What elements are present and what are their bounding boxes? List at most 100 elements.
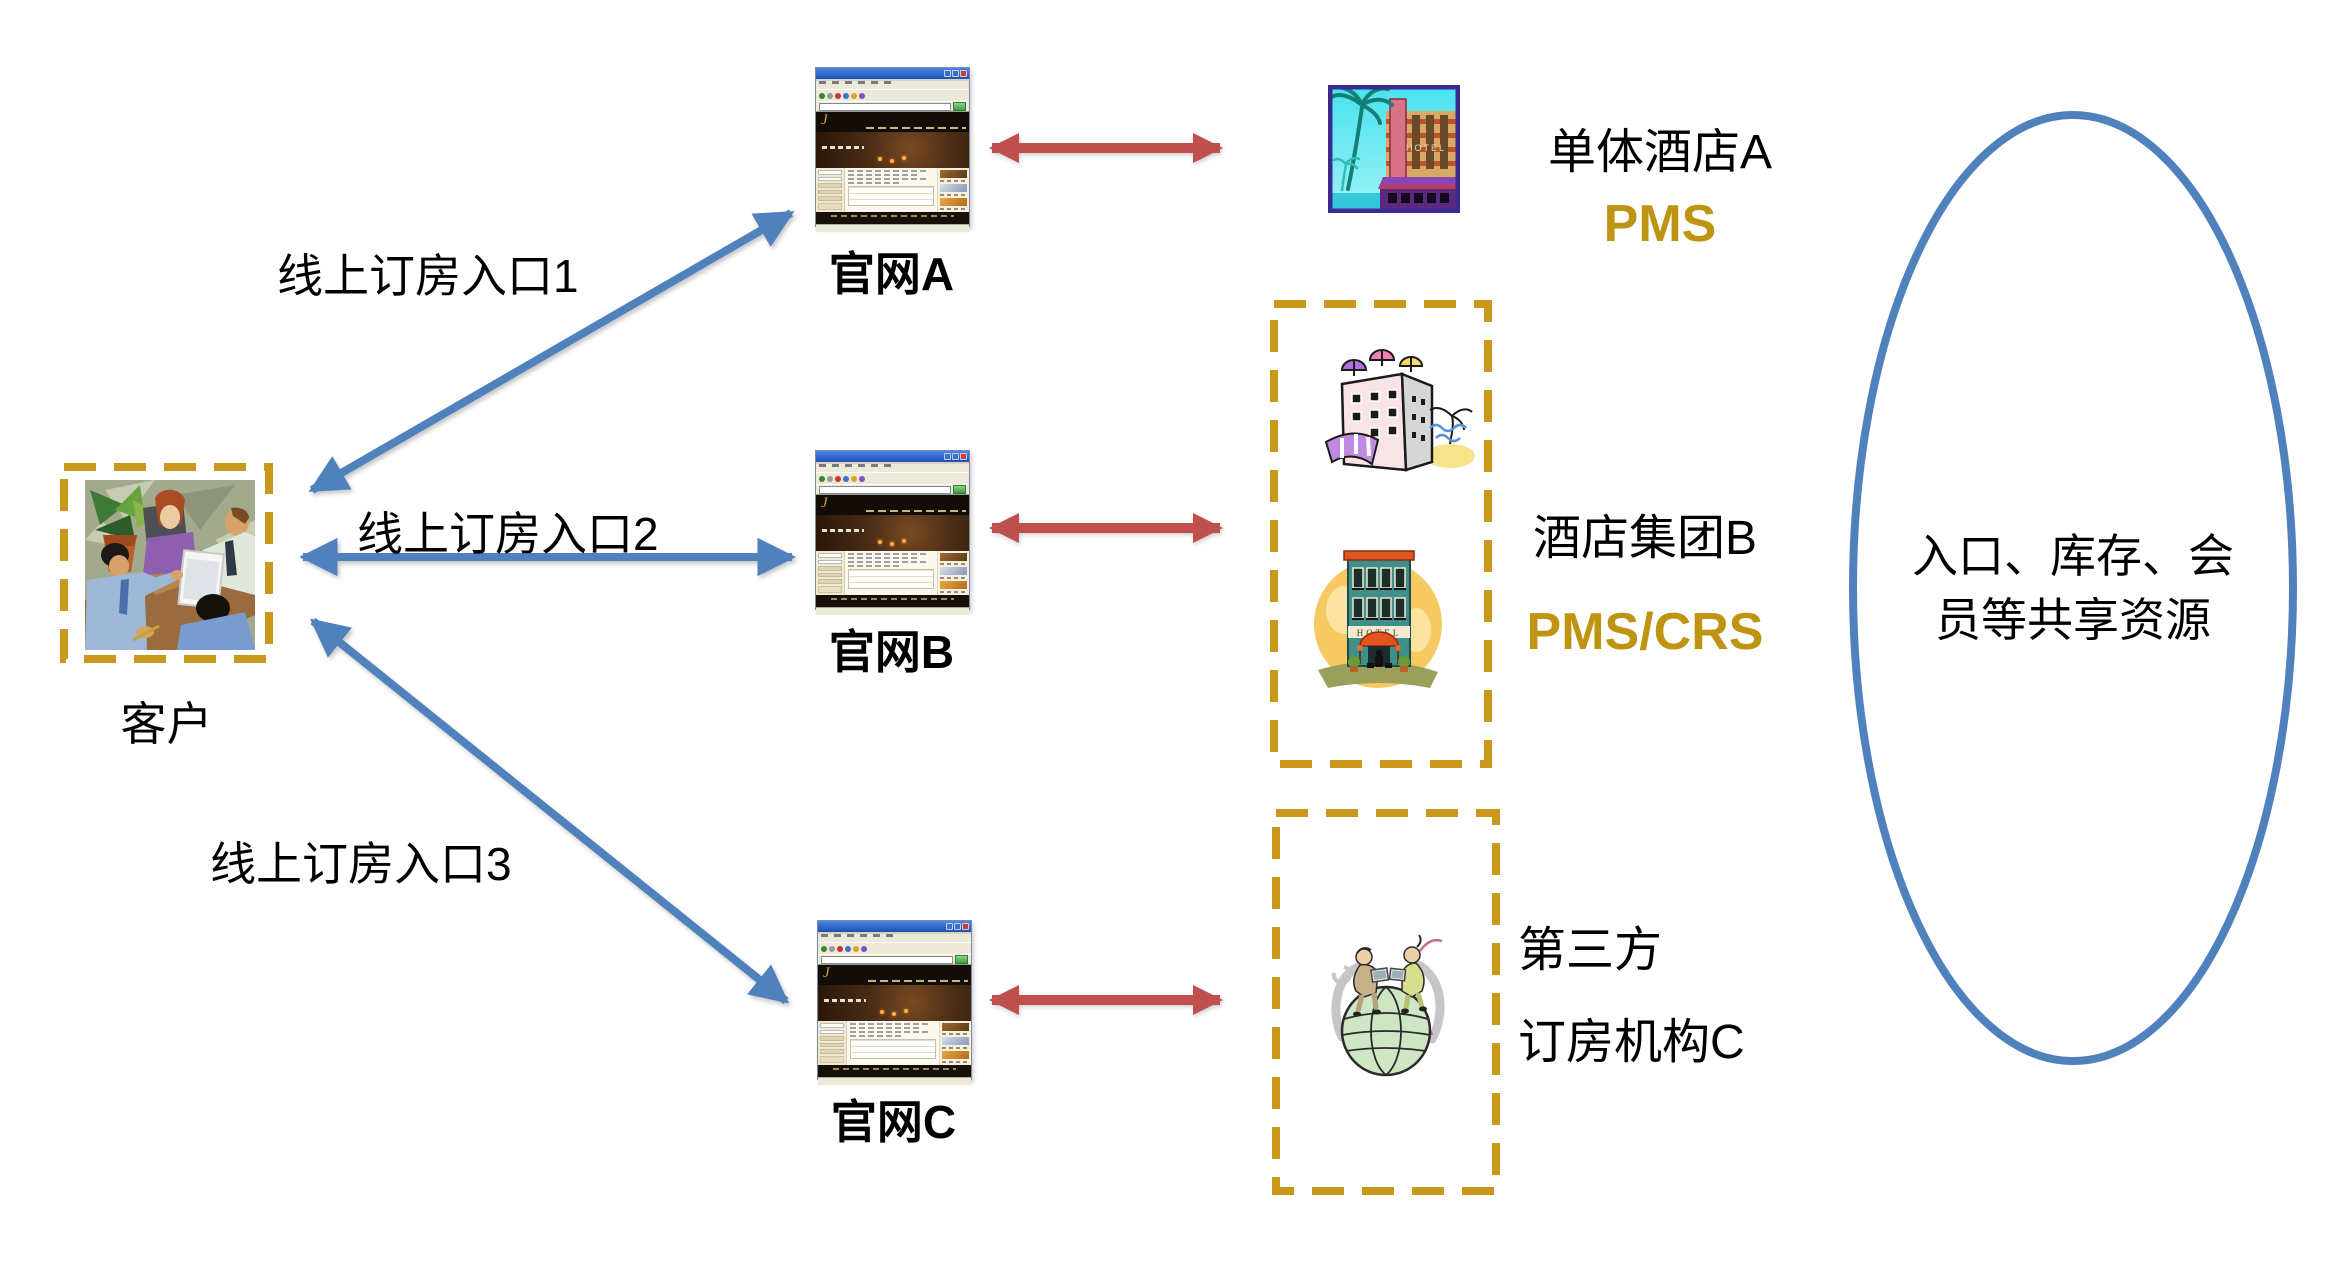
candle-glow: [902, 156, 906, 160]
site-nav-links: [866, 510, 966, 512]
url-field: [821, 955, 953, 964]
entrance-1-label: 线上订房入口1: [277, 250, 579, 302]
hotel-website-content: J: [816, 111, 969, 224]
customer-label: 客户: [120, 698, 213, 750]
site-logo: J: [821, 112, 828, 128]
site-header: J: [816, 112, 969, 132]
photo-caption: [940, 194, 967, 196]
browser-toolbar: [816, 472, 969, 484]
booking-form-sidebar: [818, 1021, 847, 1065]
agency-c-name: 第三方 订房机构C: [1518, 905, 1745, 1089]
group-b-name: 酒店集团B: [1532, 512, 1758, 565]
website-a-screenshot: J: [815, 67, 970, 232]
back-icon: [821, 945, 827, 952]
site-main-text: [845, 168, 937, 212]
site-header: J: [818, 965, 971, 985]
browser-toolbar: [816, 89, 969, 101]
promo-photo: [940, 184, 967, 193]
award-icon: [820, 1055, 844, 1064]
group-b-building-icon: [1312, 344, 1477, 494]
site-body: [818, 1021, 971, 1065]
group-b-hotel-icon: HOTEL: [1308, 542, 1448, 694]
text-line: [848, 553, 928, 555]
candle-glow: [904, 1009, 908, 1013]
text-line: [848, 182, 900, 184]
site-logo: J: [821, 495, 828, 511]
site-main-text: [847, 1021, 939, 1065]
close-icon: [960, 453, 967, 460]
site-promo-column: [937, 551, 969, 595]
home-icon: [851, 475, 857, 482]
form-input: [818, 170, 842, 175]
text-line: [848, 178, 928, 180]
site-footer: [816, 212, 969, 224]
form-button: [818, 572, 842, 578]
candle-glow: [880, 1010, 884, 1014]
close-icon: [962, 923, 969, 930]
browser-title-bar: [816, 68, 969, 79]
form-input: [818, 559, 842, 565]
booking-table: [850, 1039, 936, 1059]
promo-photo: [942, 1051, 969, 1060]
promo-photo: [940, 170, 967, 179]
go-button-icon: [953, 102, 966, 111]
refresh-icon: [843, 475, 849, 482]
maximize-icon: [952, 70, 959, 77]
browser-status-bar: [818, 1077, 971, 1085]
promo-photo: [940, 553, 967, 562]
form-button: [820, 1036, 844, 1041]
site-logo: J: [823, 965, 830, 981]
booking-form-sidebar: [816, 551, 845, 595]
website-b-screenshot: J: [815, 450, 970, 615]
hero-caption: [824, 999, 866, 1002]
site-body: [816, 551, 969, 595]
browser-status-bar: [816, 607, 969, 615]
entrance-2-label: 线上订房入口2: [357, 508, 659, 560]
browser-menu-bar: [816, 464, 969, 472]
url-field: [819, 485, 951, 494]
forward-icon: [827, 92, 833, 99]
booking-table: [848, 569, 934, 589]
shared-resources-text: 入口、库存、会 员等共享资源: [1851, 524, 2295, 652]
promo-photo: [940, 567, 967, 576]
maximize-icon: [952, 453, 959, 460]
browser-address-bar: [816, 101, 969, 111]
text-line: [848, 174, 917, 176]
blue-arrow-entrance-1: [308, 209, 795, 494]
stop-icon: [837, 945, 843, 952]
home-icon: [853, 945, 859, 952]
candle-glow: [890, 542, 894, 546]
photo-caption: [940, 180, 967, 182]
browser-title-bar: [816, 451, 969, 462]
favorites-icon: [859, 475, 865, 482]
agency-c-name-line1: 第三方: [1518, 924, 1663, 977]
blue-arrow-entrance-3: [310, 617, 789, 1005]
text-line: [850, 1023, 930, 1025]
form-button: [820, 1042, 844, 1048]
refresh-icon: [843, 92, 849, 99]
browser-menu-bar: [818, 934, 971, 942]
photo-caption: [942, 1033, 969, 1035]
browser-toolbar: [818, 942, 971, 954]
booking-form-sidebar: [816, 168, 845, 212]
form-input: [820, 1029, 844, 1035]
maximize-icon: [954, 923, 961, 930]
forward-icon: [829, 945, 835, 952]
site-promo-column: [937, 168, 969, 212]
customer-dashed-box: [60, 463, 273, 663]
url-field: [819, 102, 951, 111]
shared-resources-line2: 员等共享资源: [1935, 594, 2211, 646]
agency-c-globe-icon: [1320, 915, 1455, 1080]
minimize-icon: [944, 453, 951, 460]
form-input: [818, 553, 842, 558]
form-button: [818, 183, 842, 188]
forward-icon: [827, 475, 833, 482]
form-button: [818, 566, 842, 571]
text-line: [850, 1031, 930, 1033]
entrance-3-label: 线上订房入口3: [210, 838, 512, 890]
photo-caption: [942, 1047, 969, 1049]
favorites-icon: [859, 92, 865, 99]
text-line: [848, 170, 928, 172]
form-input: [818, 176, 842, 182]
form-button: [818, 189, 842, 195]
